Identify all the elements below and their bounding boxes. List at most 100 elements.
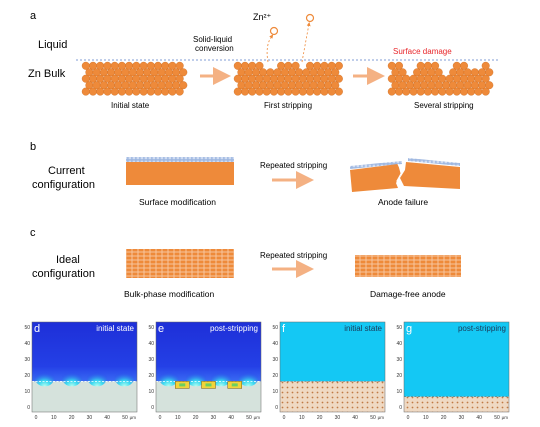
field-hotspot — [87, 368, 108, 387]
plot-frame — [279, 321, 386, 413]
zn-atom — [409, 87, 418, 96]
x-tick-label: 0 — [407, 415, 410, 421]
zn-atom — [423, 87, 432, 96]
zn-ion-label: Zn²⁺ — [253, 12, 272, 22]
zn-atom — [416, 87, 425, 96]
electric-field-region — [280, 322, 385, 382]
field-hotspot — [238, 368, 259, 387]
zn-atom — [175, 87, 184, 96]
y-tick-label: 50 — [272, 325, 278, 331]
conversion-label-2: conversion — [195, 44, 234, 53]
zn-atom — [175, 74, 184, 83]
panel-b-left-caption: Surface modification — [139, 197, 216, 207]
x-unit-label: μm — [502, 415, 509, 420]
x-tick-label: 20 — [69, 415, 75, 421]
zn-atom — [331, 68, 340, 77]
zn-atom — [89, 87, 97, 96]
y-tick-label: 10 — [272, 389, 278, 395]
field-hotspot — [158, 368, 179, 387]
x-tick-label: 50 — [370, 415, 376, 421]
sim-panel-label: post-stripping — [210, 324, 258, 333]
zn-atom — [481, 74, 490, 83]
zn-atom — [248, 87, 257, 96]
y-tick-label: 20 — [24, 373, 30, 379]
x-tick-label: 30 — [459, 415, 465, 421]
liquid-label: Liquid — [38, 39, 67, 51]
panel-b-letter: b — [30, 141, 36, 153]
zn-slab-damage-free — [355, 255, 461, 277]
x-tick-label: 10 — [51, 415, 57, 421]
y-tick-label: 0 — [151, 405, 154, 411]
y-tick-label: 30 — [24, 357, 30, 363]
zn-atom — [327, 87, 336, 96]
pit-core — [205, 383, 212, 387]
zn-atom — [460, 87, 468, 96]
zn-atom — [125, 87, 134, 96]
zn-atom — [481, 61, 490, 70]
zn-atom — [334, 87, 343, 96]
x-unit-label: μm — [130, 415, 137, 420]
ion-path-left — [266, 34, 274, 63]
y-tick-label: 10 — [148, 389, 154, 395]
plot-frame — [155, 321, 262, 413]
x-tick-label: 50 — [494, 415, 500, 421]
zn-atom — [438, 87, 447, 96]
x-tick-label: 10 — [175, 415, 181, 421]
panel-c-title-2: configuration — [32, 268, 95, 280]
zn-atom — [485, 68, 494, 77]
zn-atom — [398, 68, 407, 77]
field-hotspot — [114, 368, 135, 387]
sim-panel-letter: d — [34, 323, 40, 335]
stage-label-initial: Initial state — [111, 101, 150, 110]
zn-atom — [474, 87, 483, 96]
ion-path-right — [301, 22, 311, 63]
x-tick-label: 40 — [476, 415, 482, 421]
x-tick-label: 20 — [193, 415, 199, 421]
zn-atom — [313, 87, 322, 96]
panel-c-letter: c — [30, 227, 36, 239]
bulk-modified-electrode — [404, 396, 509, 412]
panel-c-arrow-label: Repeated stripping — [260, 251, 327, 260]
y-tick-label: 50 — [24, 325, 30, 331]
zn-atom — [262, 87, 271, 96]
zn-atom — [161, 87, 170, 96]
zn-atom — [139, 87, 148, 96]
panel-b-right-caption: Anode failure — [378, 197, 428, 207]
y-tick-label: 30 — [148, 357, 154, 363]
x-tick-label: 20 — [317, 415, 323, 421]
zn-atom — [395, 87, 403, 96]
zn-atom — [117, 87, 126, 96]
panel-b-title-2: configuration — [32, 179, 95, 191]
sim-panel-label: initial state — [344, 324, 382, 333]
zn-slab-surface-modified — [126, 162, 234, 185]
x-tick-label: 10 — [423, 415, 429, 421]
y-tick-label: 40 — [396, 341, 402, 347]
y-tick-label: 40 — [24, 341, 30, 347]
electrode-substrate — [32, 381, 137, 412]
x-tick-label: 20 — [441, 415, 447, 421]
y-tick-label: 30 — [396, 357, 402, 363]
x-tick-label: 30 — [211, 415, 217, 421]
sim-panel-letter: g — [406, 323, 412, 335]
plot-frame — [403, 321, 510, 413]
x-tick-label: 30 — [87, 415, 93, 421]
pit-core — [231, 383, 238, 387]
zn-atom — [306, 87, 314, 96]
x-tick-label: 50 — [246, 415, 252, 421]
zn-atom — [269, 87, 278, 96]
zn-slab-first-stripping — [233, 61, 343, 96]
y-tick-label: 40 — [272, 341, 278, 347]
zn-atom — [434, 68, 443, 77]
zn-atom — [154, 87, 162, 96]
coating-right-fragment — [408, 158, 460, 166]
y-tick-label: 10 — [396, 389, 402, 395]
sim-panel-letter: f — [282, 323, 286, 335]
zn-atom — [284, 87, 293, 96]
y-tick-label: 0 — [399, 405, 402, 411]
x-tick-label: 40 — [352, 415, 358, 421]
anode-right-fragment — [400, 162, 460, 189]
zn-atom — [334, 74, 343, 83]
